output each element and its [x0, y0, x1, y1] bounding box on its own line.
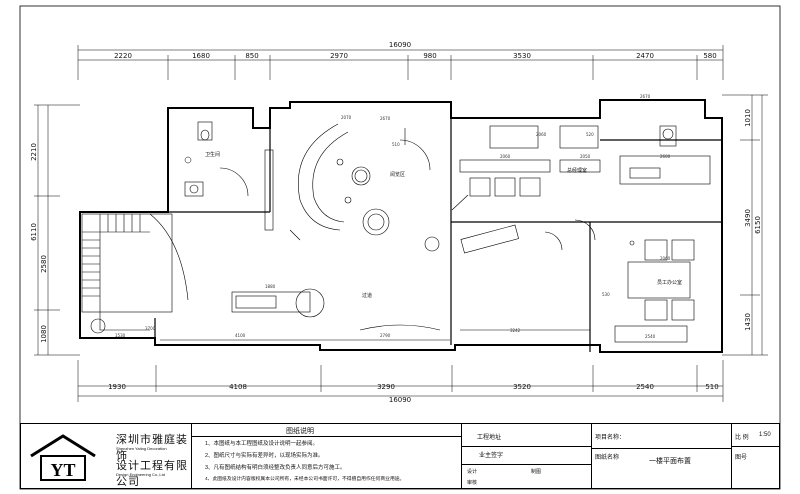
svg-text:YT: YT	[50, 460, 75, 480]
right-dim: 1430	[744, 313, 752, 331]
company-name-en-2: Design Engineering Co.,Ltd	[116, 472, 165, 477]
scale-cell: 比 例 1:50 图号	[731, 424, 779, 488]
dim-interior: 1880	[265, 284, 276, 289]
bottom-dim: 3290	[377, 383, 395, 391]
left-dim: 2580	[40, 255, 48, 273]
company-logo-icon: YT	[30, 434, 96, 481]
bottom-dim: 2540	[636, 383, 654, 391]
dim-interior: 1530	[115, 333, 126, 338]
top-dim: 2970	[330, 52, 348, 60]
dim-interior: 520	[586, 132, 594, 137]
staircase	[81, 213, 189, 331]
project-info-cell: 工程地址 业主签字 设计 审核 制图	[461, 424, 592, 488]
interior-walls	[154, 108, 722, 352]
company-name-cn-2: 设计工程有限公司	[116, 460, 188, 488]
drawing-name-label: 图纸名称	[595, 455, 620, 461]
company-cell: YT 深圳市雅庭装饰 Shenzhen Yating Decoration 设计…	[21, 424, 192, 488]
drawing-number-label: 图号	[735, 455, 748, 461]
dim-interior: 2050	[580, 154, 591, 159]
corridor-furniture	[160, 288, 590, 341]
bottom-dim: 1930	[108, 383, 126, 391]
notes-cell: 图纸说明 1、本图纸与本工程图纸及设计说明一起参阅。 2、图纸尺寸与实际有差异时…	[191, 424, 462, 488]
reading-furniture	[264, 123, 440, 252]
right-dim: 6150	[754, 216, 762, 234]
note-item: 2、图纸尺寸与实际有差异时，以现场实际为准。	[205, 453, 324, 459]
manager-furniture	[451, 125, 711, 241]
left-dim: 2210	[30, 143, 38, 161]
note-item: 4、此图纸及设计内容版权属本公司所有，未经本公司书面许可，不得擅自用作任何商业用…	[205, 477, 405, 482]
drawing-title: 一楼平面布置	[649, 458, 691, 465]
dim-interior: 3700	[145, 326, 156, 331]
dim-interior: 2670	[640, 94, 651, 99]
bottom-dim: 3520	[513, 383, 531, 391]
room-label-reading: 阅览区	[390, 171, 405, 178]
note-item: 3、凡有图纸结构有明白须经整改负责人同意后方可施工。	[205, 465, 346, 471]
right-dimension-chain	[722, 94, 768, 356]
top-total-dim: 16090	[389, 41, 411, 49]
note-item: 1、本图纸与本工程图纸及设计说明一起参阅。	[205, 441, 319, 447]
room-label-bathroom: 卫生间	[205, 151, 220, 158]
owner-sign-label: 业主签字	[479, 453, 504, 459]
title-block: YT 深圳市雅庭装饰 Shenzhen Yating Decoration 设计…	[20, 423, 780, 489]
dim-interior: 3242	[510, 328, 521, 333]
top-dimension-chain	[77, 45, 724, 80]
dim-interior: 2060	[660, 256, 671, 261]
left-dim: 6110	[30, 223, 38, 241]
top-dim: 3530	[513, 52, 531, 60]
floor-drain-icon	[184, 156, 192, 164]
bathroom-fixtures	[184, 121, 249, 197]
dim-interior: 2790	[380, 333, 391, 338]
right-dim: 3490	[744, 209, 752, 227]
company-name-cn-1: 深圳市雅庭装饰	[116, 434, 188, 462]
column-icon	[90, 318, 106, 334]
room-label-staff: 员工办公室	[657, 279, 682, 286]
top-dim: 2470	[636, 52, 654, 60]
scale-value: 1:50	[759, 432, 771, 438]
staff-furniture	[460, 224, 695, 343]
bottom-dim: 510	[705, 383, 718, 391]
room-label-manager: 总经理室	[567, 167, 587, 174]
dim-interior: 2060	[500, 154, 511, 159]
bottom-dimension-chain	[77, 360, 724, 402]
dim-interior: 530	[602, 292, 610, 297]
project-address-label: 工程地址	[477, 435, 502, 441]
dim-interior: 510	[392, 142, 400, 147]
dim-interior: 4100	[235, 333, 246, 338]
top-dim: 580	[703, 52, 716, 60]
dim-interior: 2070	[341, 115, 352, 120]
top-dim: 1680	[192, 52, 210, 60]
left-dimension-chain	[34, 104, 80, 356]
notes-title: 图纸说明	[286, 428, 314, 435]
scale-label: 比 例	[735, 435, 749, 441]
project-name-label: 项目名称：	[595, 435, 626, 441]
room-label-corridor: 过道	[362, 292, 372, 299]
dim-interior: 2670	[380, 116, 391, 121]
company-name-en-1: Shenzhen Yating Decoration	[116, 446, 167, 451]
top-dim: 980	[423, 52, 436, 60]
drawer-label: 制图	[531, 469, 542, 475]
dim-interior: 2060	[536, 132, 547, 137]
left-dim: 1080	[40, 325, 48, 343]
sheet-border	[19, 5, 781, 490]
dim-interior: 2540	[645, 334, 656, 339]
bottom-dim: 4108	[229, 383, 247, 391]
top-dim: 850	[245, 52, 258, 60]
drawing-info-cell: 项目名称： 图纸名称 一楼平面布置	[591, 424, 732, 488]
bottom-total-dim: 16090	[389, 396, 411, 404]
designer-label: 设计	[467, 469, 478, 475]
exterior-walls	[79, 99, 723, 353]
top-dim: 2220	[114, 52, 132, 60]
checker-label: 审核	[467, 480, 478, 486]
dim-interior: 2600	[660, 154, 671, 159]
right-dim: 1010	[744, 109, 752, 127]
